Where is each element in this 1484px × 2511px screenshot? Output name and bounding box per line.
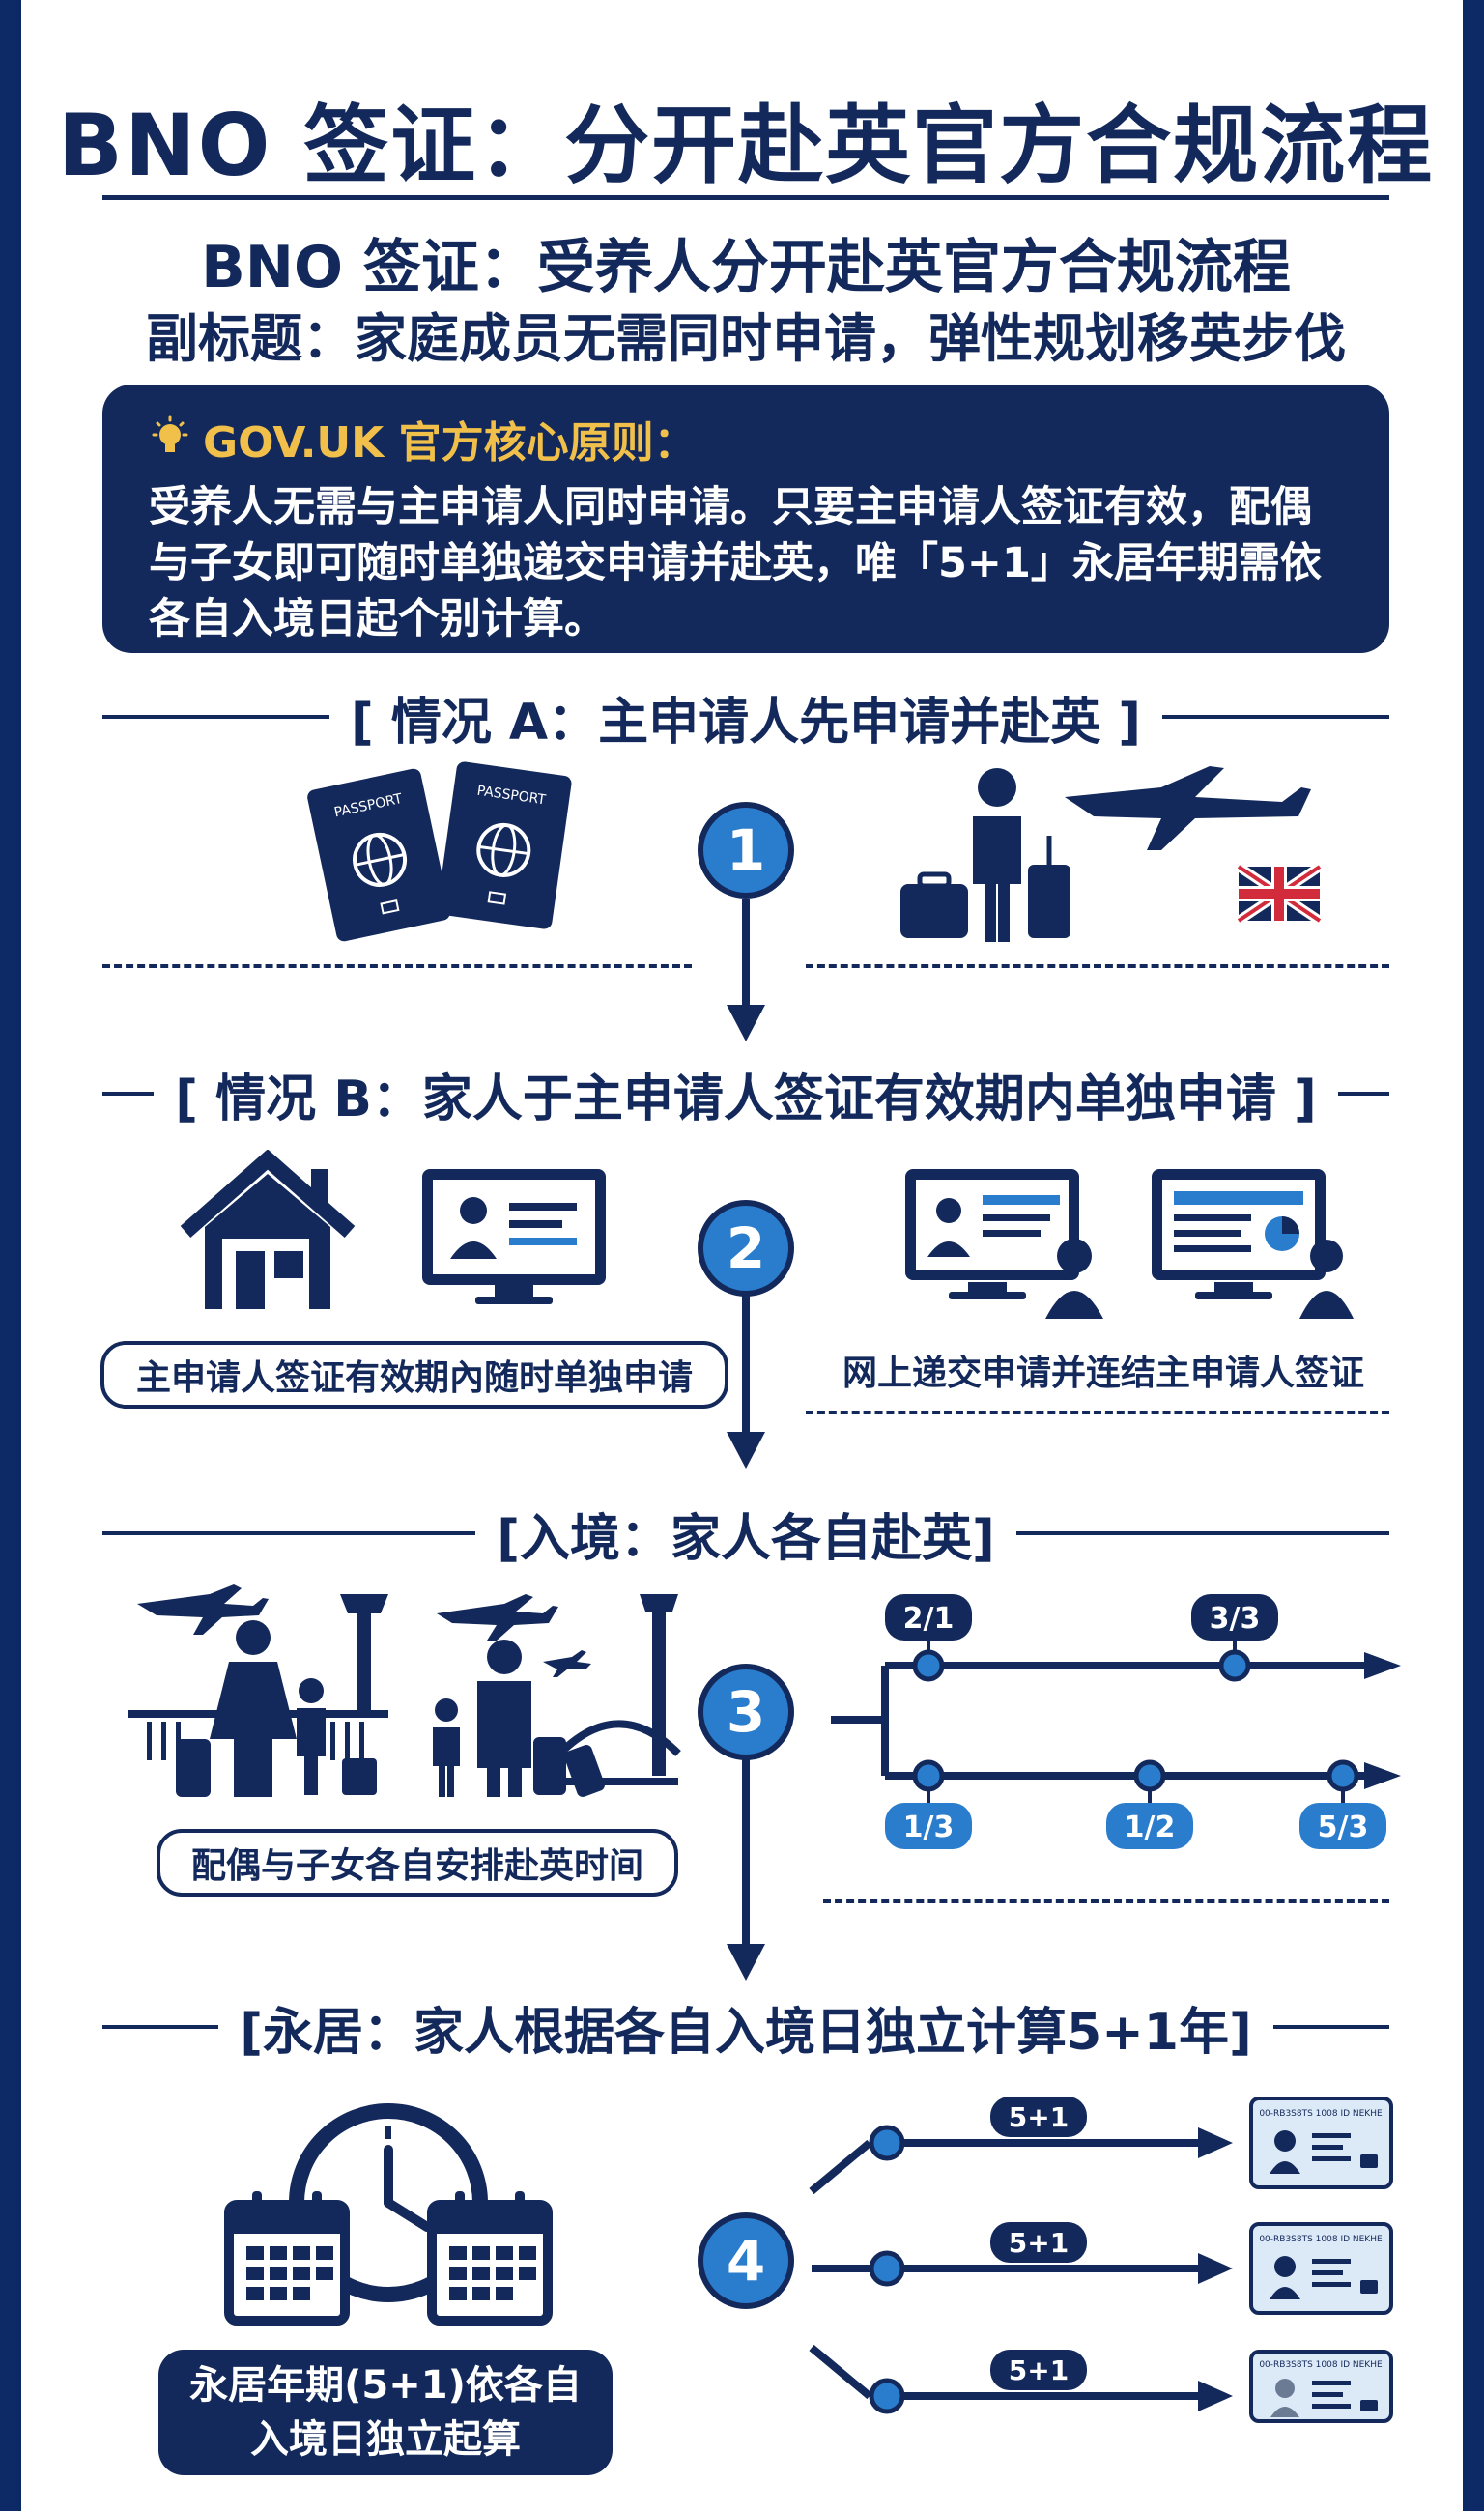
section-a-label: [ 情况 A：主申请人先申请并赴英 ] — [350, 693, 1142, 752]
page-title: BNO 签证：分开赴英官方合规流程 — [57, 96, 1435, 195]
passports-icon: PASSPORT PASSPORT — [307, 761, 572, 942]
step-1-badge: 1 — [698, 802, 794, 899]
step-2-badge: 2 — [698, 1200, 794, 1297]
arrow-down-icon — [727, 1005, 765, 1041]
flow-connector — [742, 1295, 750, 1449]
principle-body: 受养人无需与主申请人同时申请。只要主申请人签证有效，配偶与子女即可随时单独递交申… — [149, 483, 1322, 643]
caption-online-submit: 网上递交申请并连结主申请人签证 — [842, 1354, 1364, 1393]
caption-separate-travel: 配偶与子女各自安排赴英时间 — [157, 1829, 678, 1897]
timeline-date-label: 1/3 — [903, 1811, 955, 1844]
computer-application-icon — [422, 1169, 606, 1304]
principle-heading: GOV.UK 官方核心原则： — [203, 418, 697, 468]
traveler-plane-icon — [900, 766, 1323, 942]
step-4-badge: 4 — [698, 2212, 794, 2309]
timeline-lower-branch: 1/3 1/2 5/3 — [885, 1759, 1386, 1849]
timeline-date-label: 1/2 — [1125, 1811, 1176, 1844]
section-c-header: [入境：家人各自赴英] — [102, 1499, 1390, 1568]
pr-paths-diagram: 5+1 5+1 5+1 00-RB3S8TS 1008 ID NEKHE 00-… — [809, 2097, 1393, 2423]
link-visa-icon — [1152, 1169, 1354, 1319]
divider — [806, 1411, 1389, 1414]
arrow-down-icon — [727, 1944, 765, 1981]
principle-box: GOV.UK 官方核心原则： 受养人无需与主申请人同时申请。只要主申请人签证有效… — [102, 385, 1389, 653]
lightbulb-icon — [152, 415, 188, 452]
id-card-icon: 00-RB3S8TS 1008 ID NEKHE — [1249, 2350, 1393, 2423]
svg-text:00-RB3S8TS 1008 ID NEKHE: 00-RB3S8TS 1008 ID NEKHE — [1259, 2360, 1383, 2370]
section-b-label: [ 情况 B：家人于主申请人签证有效期内单独申请 ] — [175, 1070, 1317, 1128]
caption-pr-period: 永居年期(5+1)依各自入境日独立起算 — [158, 2350, 613, 2475]
divider — [823, 1899, 1389, 1903]
clock-calendar-icon — [224, 2103, 553, 2326]
infographic: BNO 签证：分开赴英官方合规流程 BNO 签证：受养人分开赴英官方合规流程 副… — [17, 0, 1467, 2511]
svg-text:00-RB3S8TS 1008 ID NEKHE: 00-RB3S8TS 1008 ID NEKHE — [1259, 2109, 1383, 2119]
house-icon — [180, 1150, 356, 1309]
section-b-header: [ 情况 B：家人于主申请人签证有效期内单独申请 ] — [102, 1060, 1390, 1128]
section-c-label: [入境：家人各自赴英] — [497, 1509, 995, 1568]
subtitle-secondary: 副标题：家庭成员无需同时申请，弹性规划移英步伐 — [146, 308, 1346, 369]
subtitle: BNO 签证：受养人分开赴英官方合规流程 — [201, 234, 1291, 301]
pr-period-label: 5+1 — [1009, 2227, 1069, 2259]
entry-timeline: 2/1 3/3 1/3 1/2 5/3 — [831, 1594, 1401, 1849]
airport-family-icon — [128, 1584, 681, 1797]
section-d-label: [永居：家人根据各自入境日独立计算5+1年] — [240, 2003, 1252, 2062]
online-submission-icon — [905, 1169, 1103, 1319]
timeline-upper-branch: 2/1 3/3 — [885, 1594, 1278, 1682]
arrow-down-icon — [727, 1432, 765, 1469]
id-card-icon: 00-RB3S8TS 1008 ID NEKHE — [1249, 2097, 1393, 2189]
caption-apply-anytime: 主申请人签证有效期內随时单独申请 — [100, 1341, 728, 1409]
timeline-date-label: 3/3 — [1210, 1602, 1261, 1636]
svg-text:00-RB3S8TS 1008 ID NEKHE: 00-RB3S8TS 1008 ID NEKHE — [1259, 2235, 1383, 2244]
step-3-badge: 3 — [698, 1664, 794, 1760]
pr-period-label: 5+1 — [1009, 2354, 1069, 2386]
id-card-icon: 00-RB3S8TS 1008 ID NEKHE — [1249, 2222, 1393, 2315]
divider — [806, 964, 1389, 968]
timeline-date-label: 5/3 — [1318, 1811, 1369, 1844]
section-a-header: [ 情况 A：主申请人先申请并赴英 ] — [102, 683, 1389, 752]
section-d-header: [永居：家人根据各自入境日独立计算5+1年] — [102, 1993, 1389, 2062]
flow-connector — [742, 899, 750, 1024]
pr-period-label: 5+1 — [1009, 2101, 1069, 2133]
divider — [102, 964, 692, 968]
title-divider — [102, 195, 1389, 200]
timeline-date-label: 2/1 — [903, 1602, 955, 1636]
flow-connector — [742, 1758, 750, 1961]
